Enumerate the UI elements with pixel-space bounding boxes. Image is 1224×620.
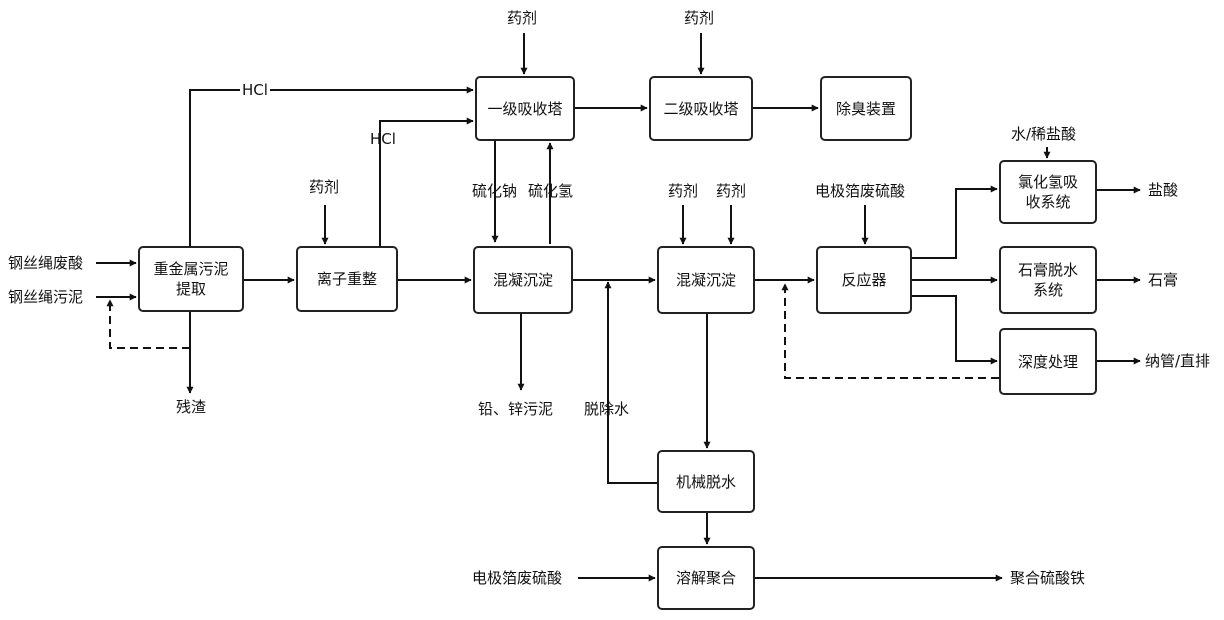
label-sludge-input: 钢丝绳污泥 [8, 288, 84, 306]
label-polyferric-sulfate: 聚合硫酸铁 [1010, 569, 1086, 587]
label-hydrogen-sulfide: 硫化氢 [528, 182, 574, 200]
node-deep-treatment-label: 深度处理 [1017, 352, 1078, 371]
arrow-reactor-to-deep [912, 295, 998, 365]
node-coagulation-2: 混凝沉淀 [657, 246, 755, 314]
label-reagent-absorber-2: 药剂 [684, 9, 715, 27]
arrow-recycle-sludge [106, 299, 190, 349]
label-foil-acid-dissolve: 电极箔废硫酸 [472, 569, 563, 587]
label-discharge: 纳管/直排 [1145, 352, 1211, 370]
label-hydrochloric-acid: 盐酸 [1148, 181, 1179, 199]
label-hcl-top: HCl [240, 81, 270, 99]
label-foil-acid-reactor: 电极箔废硫酸 [815, 182, 906, 200]
node-mechanical-dewatering: 机械脱水 [657, 450, 755, 513]
label-reagent-coag2-a: 药剂 [668, 182, 699, 200]
node-deep-treatment: 深度处理 [999, 328, 1097, 395]
label-pb-zn-sludge: 铅、锌污泥 [478, 400, 554, 418]
node-hcl-absorption-line1: 氯化氢吸 [1017, 173, 1078, 191]
node-heavy-metal-extraction: 重金属污泥提取 [138, 246, 244, 312]
node-hcl-absorption-line2: 收系统 [1025, 193, 1071, 211]
node-dissolve-polymerize-label: 溶解聚合 [675, 569, 736, 587]
node-reactor: 反应器 [816, 246, 912, 314]
label-water-dilute-hcl: 水/稀盐酸 [1011, 125, 1077, 143]
node-gypsum-dewatering: 石膏脱水系统 [999, 246, 1097, 314]
arrow-reactor-to-hcl [912, 185, 998, 259]
node-mechanical-dewatering-label: 机械脱水 [675, 472, 736, 491]
node-deodorizer: 除臭装置 [820, 76, 912, 141]
label-sodium-sulfide: 硫化钠 [472, 182, 518, 200]
node-deodorizer-label: 除臭装置 [835, 99, 896, 118]
node-gypsum-dewatering-line2: 系统 [1032, 281, 1063, 299]
label-hcl-mid: HCl [370, 130, 396, 148]
node-absorber-1-label: 一级吸收塔 [487, 99, 563, 118]
arrow-removed-water [604, 281, 657, 484]
node-coagulation-1: 混凝沉淀 [473, 246, 573, 314]
label-reagent-coag2-b: 药剂 [716, 182, 747, 200]
arrow-hcl-mid [379, 117, 474, 246]
node-absorber-1: 一级吸收塔 [475, 76, 575, 141]
label-removed-water: 脱除水 [584, 400, 630, 418]
node-ion-adjust: 离子重整 [296, 246, 398, 312]
label-reagent-absorber-1: 药剂 [507, 9, 538, 27]
node-absorber-2-label: 二级吸收塔 [663, 99, 739, 118]
node-ion-adjust-label: 离子重整 [316, 270, 377, 288]
arrow-recycle-deep [781, 283, 999, 379]
node-hcl-absorption-system: 氯化氢吸收系统 [999, 160, 1097, 224]
node-heavy-metal-extraction-line1: 重金属污泥 [153, 260, 229, 278]
label-reagent-ion: 药剂 [309, 178, 340, 196]
label-waste-acid: 钢丝绳废酸 [8, 254, 84, 272]
label-gypsum: 石膏 [1148, 271, 1179, 289]
node-coagulation-2-label: 混凝沉淀 [675, 271, 736, 289]
node-coagulation-1-label: 混凝沉淀 [492, 271, 553, 289]
node-dissolve-polymerize: 溶解聚合 [657, 546, 755, 610]
label-residue: 残渣 [176, 398, 207, 416]
node-gypsum-dewatering-line1: 石膏脱水 [1017, 261, 1078, 279]
node-absorber-2: 二级吸收塔 [649, 76, 753, 141]
node-heavy-metal-extraction-line2: 提取 [175, 280, 206, 298]
arrow-hcl-top [189, 86, 474, 246]
node-reactor-label: 反应器 [841, 271, 887, 289]
